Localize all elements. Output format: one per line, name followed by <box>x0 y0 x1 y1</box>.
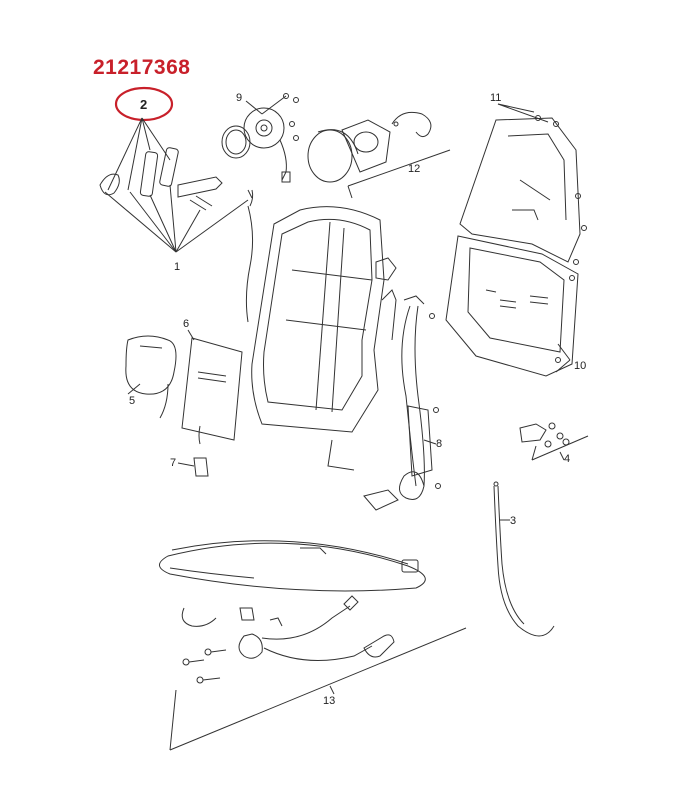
callout-13-label: 13 <box>323 695 335 707</box>
callout-8-label: 8 <box>436 438 442 450</box>
callout-1-label: 1 <box>174 261 180 273</box>
callout-5-label: 5 <box>129 395 135 407</box>
item-9-motor-gear: 9 <box>221 92 299 183</box>
seat-backrest-cushion <box>251 206 397 471</box>
callout-6-label: 6 <box>183 318 189 330</box>
callout-2-label: 2 <box>140 97 147 112</box>
item-1-clips: 1 <box>99 147 253 273</box>
callout-3-label: 3 <box>510 515 516 527</box>
callout-12-label: 12 <box>408 163 420 175</box>
item-7-connector: 7 <box>170 457 209 477</box>
lumbar-cable <box>245 189 254 323</box>
callout-2-highlight: 2 <box>107 86 174 191</box>
callout-11-label: 11 <box>490 92 501 104</box>
callout-7-label: 7 <box>170 457 176 469</box>
item-3-cable: 3 <box>493 481 555 637</box>
callout-10-label: 10 <box>574 360 586 372</box>
item-6-heating-mat: 6 <box>181 318 243 445</box>
item-10-frame-cover: 10 <box>429 235 586 377</box>
part-number-label: 21217368 <box>93 56 191 79</box>
item-12-speaker: 12 <box>307 111 451 199</box>
callout-9-label: 9 <box>236 92 242 104</box>
item-13-wiring-harness: 13 <box>159 540 467 751</box>
item-11-rear-cover: 11 <box>459 92 587 263</box>
callout-4-label: 4 <box>564 453 570 465</box>
item-8-seat-belt: 8 <box>363 257 442 511</box>
item-5-pad: 5 <box>125 335 177 419</box>
item-4-hardware: 4 <box>519 422 589 465</box>
